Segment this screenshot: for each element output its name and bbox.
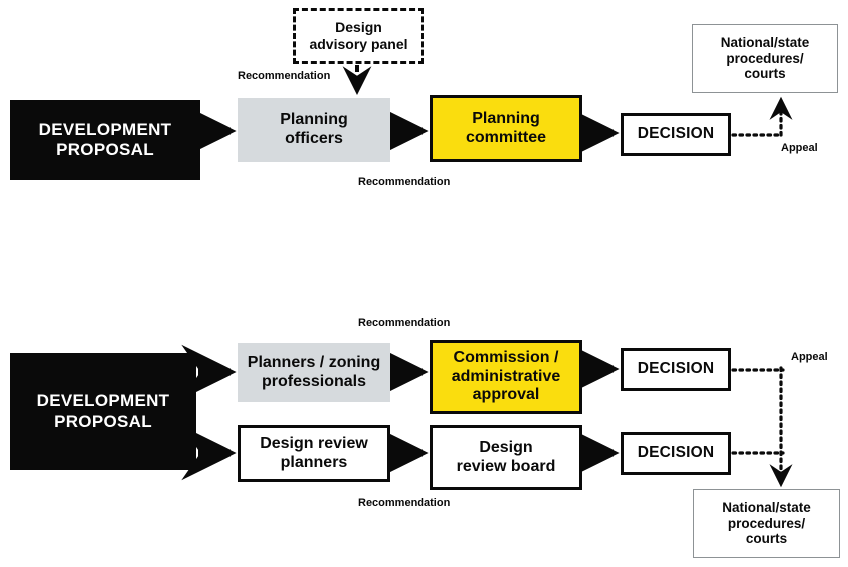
node-commission-administrative-approval[interactable]: Commission / administrative approval: [430, 340, 582, 414]
node-development-proposal-bottom[interactable]: DEVELOPMENT PROPOSAL: [10, 353, 196, 470]
label-recommendation-bottom-lower: Recommendation: [358, 497, 451, 509]
node-decision-bottom-lower[interactable]: DECISION: [621, 432, 731, 475]
node-design-advisory-panel[interactable]: Design advisory panel: [293, 8, 424, 64]
node-design-review-planners[interactable]: Design review planners: [238, 425, 390, 482]
node-planners-zoning-professionals[interactable]: Planners / zoning professionals: [238, 343, 390, 402]
node-planning-committee[interactable]: Planning committee: [430, 95, 582, 162]
node-planning-officers[interactable]: Planning officers: [238, 98, 390, 162]
label-appeal-top: Appeal: [781, 142, 818, 154]
node-decision-bottom-upper[interactable]: DECISION: [621, 348, 731, 391]
node-decision-top[interactable]: DECISION: [621, 113, 731, 156]
label-appeal-bottom: Appeal: [791, 351, 828, 363]
node-development-proposal-top[interactable]: DEVELOPMENT PROPOSAL: [10, 100, 200, 180]
appeal-path-top: [731, 96, 793, 137]
label-recommendation-top-lower: Recommendation: [358, 176, 451, 188]
node-design-review-board[interactable]: Design review board: [430, 425, 582, 490]
node-national-state-courts-top[interactable]: National/state procedures/ courts: [692, 24, 838, 93]
appeal-path-bottom: [731, 366, 793, 488]
label-recommendation-bottom-upper: Recommendation: [358, 317, 451, 329]
label-recommendation-top-upper: Recommendation: [238, 70, 331, 82]
node-national-state-courts-bottom[interactable]: National/state procedures/ courts: [693, 489, 840, 558]
